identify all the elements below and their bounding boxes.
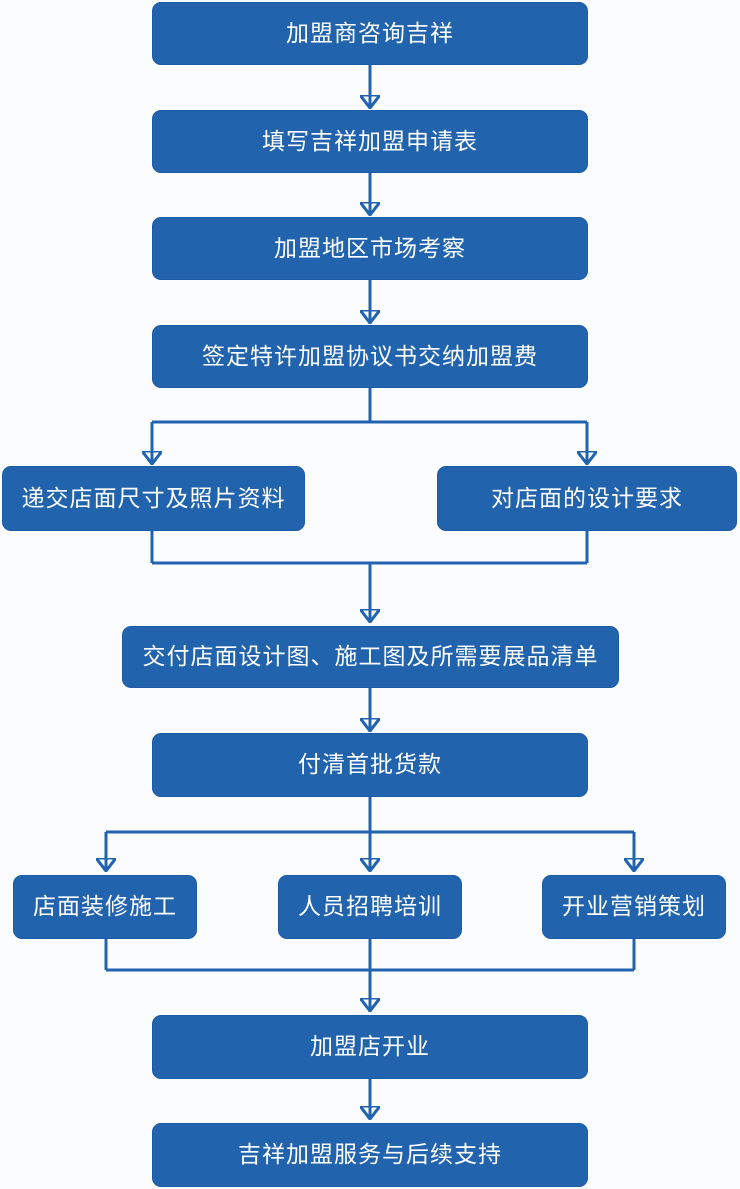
flow-node-staff-training: 人员招聘培训 bbox=[278, 875, 462, 939]
flow-node-application: 填写吉祥加盟申请表 bbox=[152, 110, 588, 173]
flow-node-deliver-design: 交付店面设计图、施工图及所需要展品清单 bbox=[122, 626, 619, 688]
flow-node-store-renovation: 店面装修施工 bbox=[13, 875, 197, 939]
flow-node-ongoing-support: 吉祥加盟服务与后续支持 bbox=[152, 1123, 588, 1187]
flow-node-submit-store-info: 递交店面尺寸及照片资料 bbox=[2, 466, 305, 531]
flow-node-store-opening: 加盟店开业 bbox=[152, 1015, 588, 1079]
flow-node-sign-agreement: 签定特许加盟协议书交纳加盟费 bbox=[152, 325, 588, 388]
flow-node-consult: 加盟商咨询吉祥 bbox=[152, 2, 588, 65]
flow-node-market-survey: 加盟地区市场考察 bbox=[152, 217, 588, 280]
flow-node-marketing-plan: 开业营销策划 bbox=[542, 875, 726, 939]
flow-node-first-payment: 付清首批货款 bbox=[152, 733, 588, 797]
flow-node-design-requirements: 对店面的设计要求 bbox=[437, 466, 737, 531]
